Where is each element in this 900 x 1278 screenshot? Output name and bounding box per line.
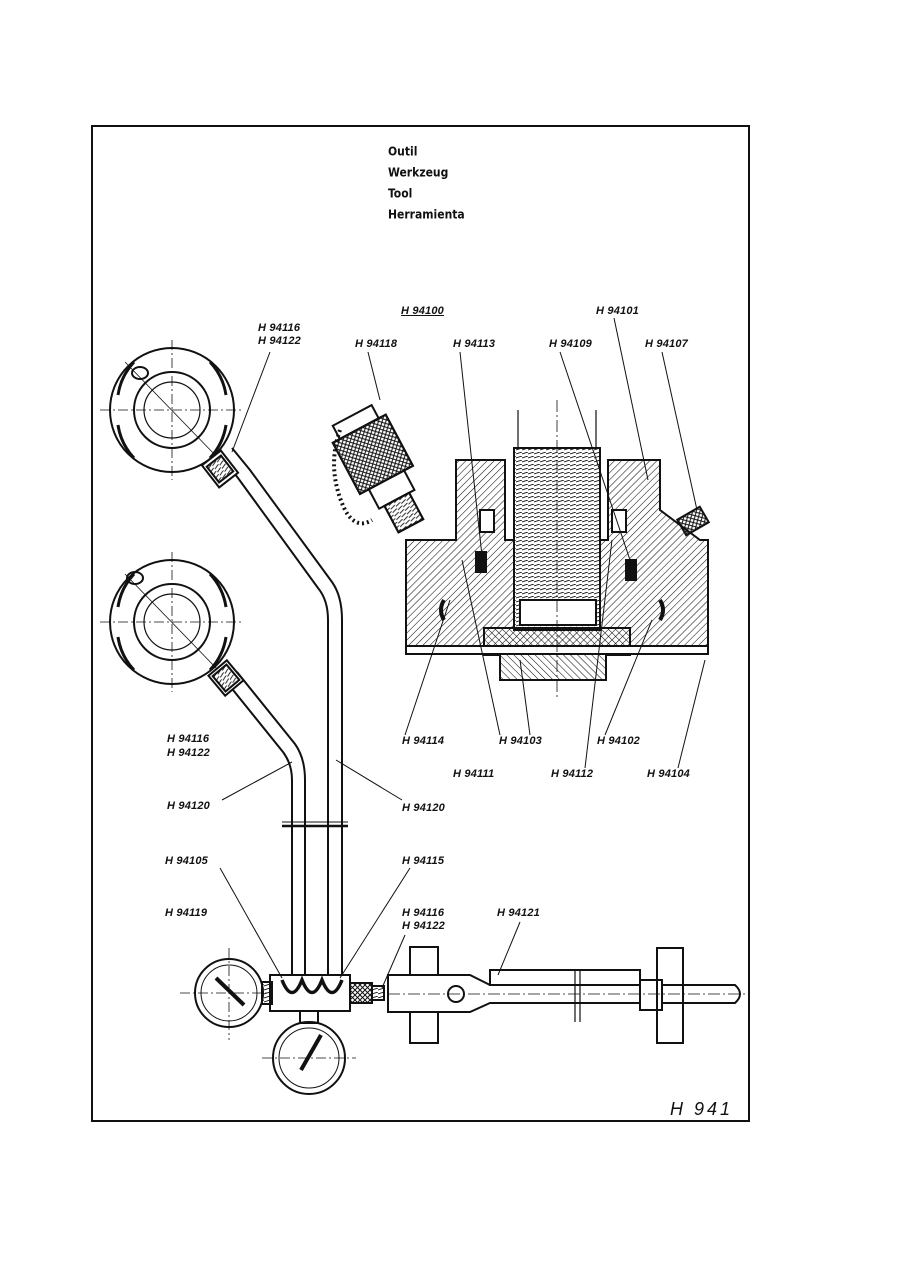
title-line-en: Tool	[388, 186, 413, 201]
label-h94120-left: H 94120	[167, 800, 210, 812]
label-h94115: H 94115	[402, 855, 445, 867]
title-line-es: Herramienta	[388, 207, 465, 222]
label-h94114: H 94114	[402, 735, 445, 747]
label-h94116-bottom: H 94116	[402, 907, 445, 919]
hose-short	[207, 658, 348, 990]
label-h94120-right: H 94120	[402, 802, 445, 814]
label-h94122-top: H 94122	[258, 335, 301, 347]
title-block: Outil Werkzeug Tool Herramienta	[388, 141, 465, 225]
title-line-fr: Outil	[388, 144, 418, 159]
label-h94116-top: H 94116	[258, 322, 301, 334]
lower-adapter-disc	[100, 552, 244, 692]
label-h94102: H 94102	[597, 735, 640, 747]
label-h94104: H 94104	[647, 768, 690, 780]
label-h94119: H 94119	[165, 907, 208, 919]
label-h94122-mid: H 94122	[167, 747, 210, 759]
hose-long	[200, 447, 343, 990]
pressure-gauge-bottom	[262, 1010, 356, 1095]
figure-number: H 941	[670, 1099, 734, 1119]
label-h94109: H 94109	[549, 338, 592, 350]
label-h94118: H 94118	[355, 338, 398, 350]
label-h94112: H 94112	[551, 768, 594, 780]
pressure-gauge-left	[180, 948, 268, 1040]
label-h94116-mid: H 94116	[167, 733, 210, 745]
gauge-manifold	[261, 974, 385, 1012]
label-main-ref: H 94100	[401, 305, 444, 317]
leader-lines	[219, 317, 706, 989]
main-body-section	[405, 400, 711, 700]
drawing-frame	[91, 125, 750, 1122]
label-h94121: H 94121	[497, 907, 540, 919]
label-h94101: H 94101	[596, 305, 639, 317]
label-h94107: H 94107	[645, 338, 688, 350]
hand-pump	[387, 946, 745, 1044]
label-h94103: H 94103	[499, 735, 542, 747]
label-h94105: H 94105	[165, 855, 208, 867]
title-line-de: Werkzeug	[388, 165, 449, 180]
label-h94113: H 94113	[453, 338, 496, 350]
label-h94111: H 94111	[453, 768, 495, 780]
label-h94122-bottom: H 94122	[402, 920, 445, 932]
upper-adapter-disc	[100, 340, 244, 480]
quick-coupling	[331, 403, 425, 534]
